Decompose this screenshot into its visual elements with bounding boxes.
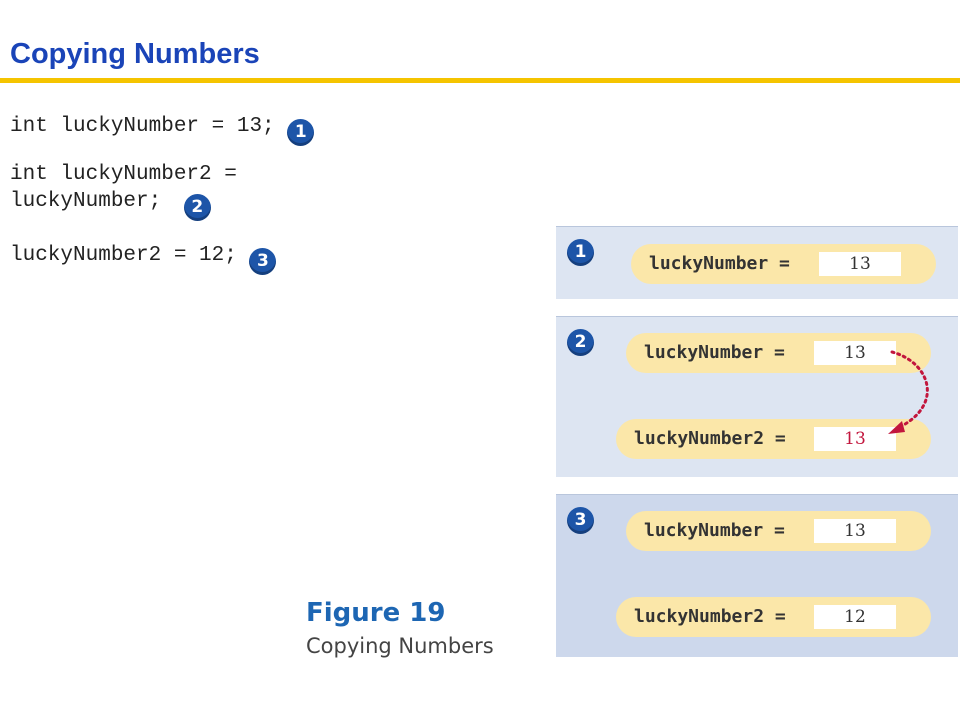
title-underline (0, 78, 960, 83)
step-1-icon: 1 (287, 119, 315, 146)
variable-value-box: 12 (814, 605, 896, 629)
code-line-2-text: int luckyNumber2 = (10, 163, 237, 186)
code-line-3-text: luckyNumber2 = 12; (10, 244, 237, 267)
variable-name: luckyNumber2 = (634, 428, 786, 449)
code-line-2: int luckyNumber2 = luckyNumber; 2 (10, 161, 237, 221)
code-line-3: luckyNumber2 = 12; 3 (10, 242, 277, 275)
panel-2-step-icon: 2 (567, 329, 594, 356)
variable-luckyNumber: luckyNumber = 13 (626, 511, 931, 551)
slide-title: Copying Numbers (10, 38, 260, 70)
variable-name: luckyNumber = (649, 253, 790, 274)
variable-luckyNumber2: luckyNumber2 = 12 (616, 597, 931, 637)
figure-panel-3: 3 luckyNumber = 13 luckyNumber2 = 12 (556, 494, 958, 657)
variable-name: luckyNumber = (644, 520, 785, 541)
code-line-1: int luckyNumber = 13; 1 (10, 113, 315, 146)
figure-label: Figure 19 (306, 598, 446, 628)
copied-value-box: 13 (814, 427, 896, 451)
variable-luckyNumber: luckyNumber = 13 (631, 244, 936, 284)
variable-luckyNumber: luckyNumber = 13 (626, 333, 931, 373)
variable-value-box: 13 (814, 341, 896, 365)
code-line-2-text-continued: luckyNumber; (10, 190, 162, 213)
panel-1-step-icon: 1 (567, 239, 594, 266)
variable-name: luckyNumber2 = (634, 606, 786, 627)
variable-value-box: 13 (819, 252, 901, 276)
figure-panel-2: 2 luckyNumber = 13 luckyNumber2 = 13 (556, 316, 958, 477)
variable-name: luckyNumber = (644, 342, 785, 363)
variable-value-box: 13 (814, 519, 896, 543)
variable-luckyNumber2: luckyNumber2 = 13 (616, 419, 931, 459)
panel-3-step-icon: 3 (567, 507, 594, 534)
figure-panel-1: 1 luckyNumber = 13 (556, 226, 958, 299)
step-3-icon: 3 (249, 248, 277, 275)
figure-caption: Copying Numbers (306, 634, 494, 658)
code-line-1-text: int luckyNumber = 13; (10, 115, 275, 138)
step-2-icon: 2 (183, 194, 211, 221)
